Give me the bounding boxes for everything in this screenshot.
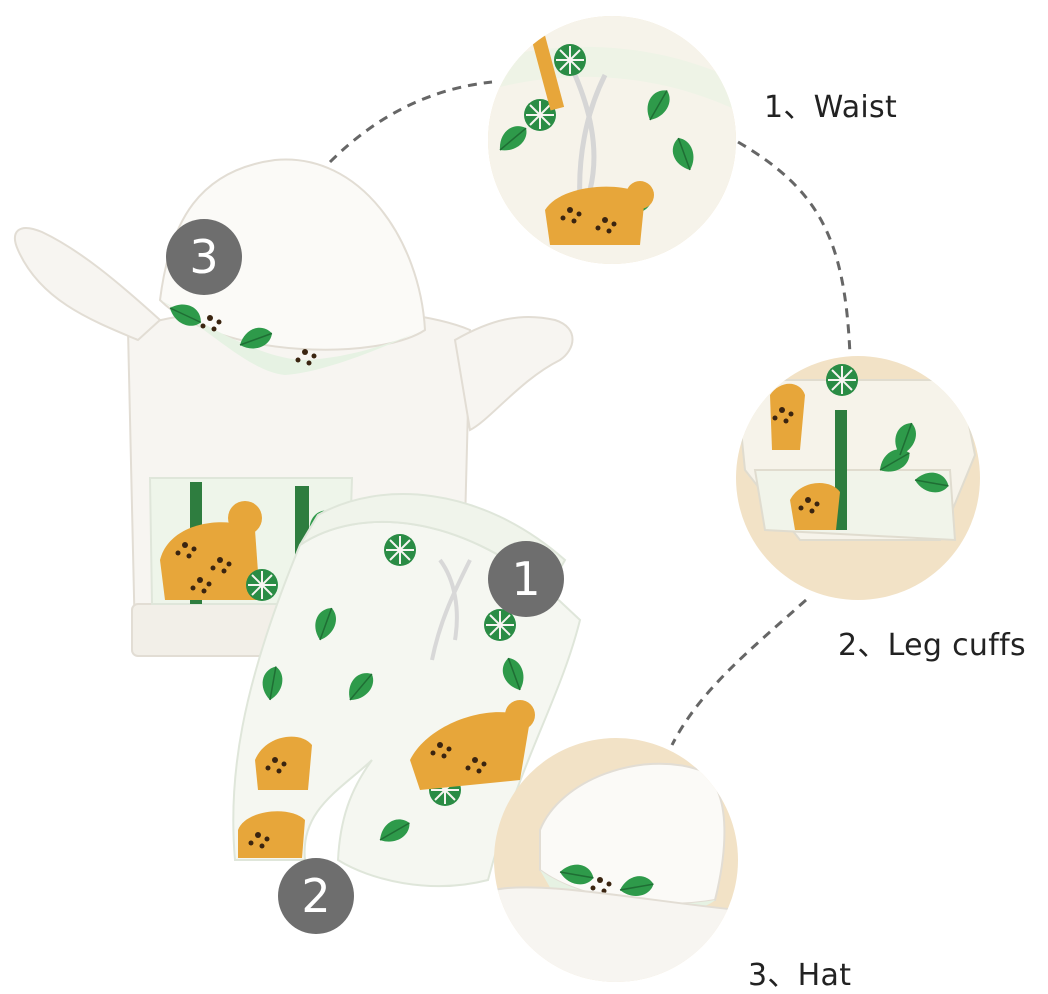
hoodie-right-sleeve <box>453 315 574 432</box>
callout-label-waist: 1、Waist <box>764 90 898 125</box>
number-badge-2: 2 <box>278 858 354 934</box>
number-badge-3: 3 <box>166 219 242 295</box>
callout-label-leg-cuffs: 2、Leg cuffs <box>838 628 1026 663</box>
detail-circle-leg-cuffs <box>736 356 980 600</box>
detail-circle-hat <box>494 738 738 982</box>
hoodie-hood <box>158 158 427 351</box>
callout-label-hat: 3、Hat <box>748 958 852 993</box>
pants <box>232 493 582 888</box>
pants-waistband <box>299 493 567 592</box>
hoodie-left-sleeve <box>14 227 162 342</box>
connector-cuff-to-hat <box>670 598 807 746</box>
number-badge-1: 1 <box>488 541 564 617</box>
hood-lining <box>160 300 422 375</box>
connector-waist-to-cuff <box>737 140 852 356</box>
connector-hat-to-waist <box>328 80 493 164</box>
dashed-connectors <box>328 80 852 746</box>
detail-circle-waist <box>488 16 736 264</box>
drawstring <box>430 558 472 661</box>
